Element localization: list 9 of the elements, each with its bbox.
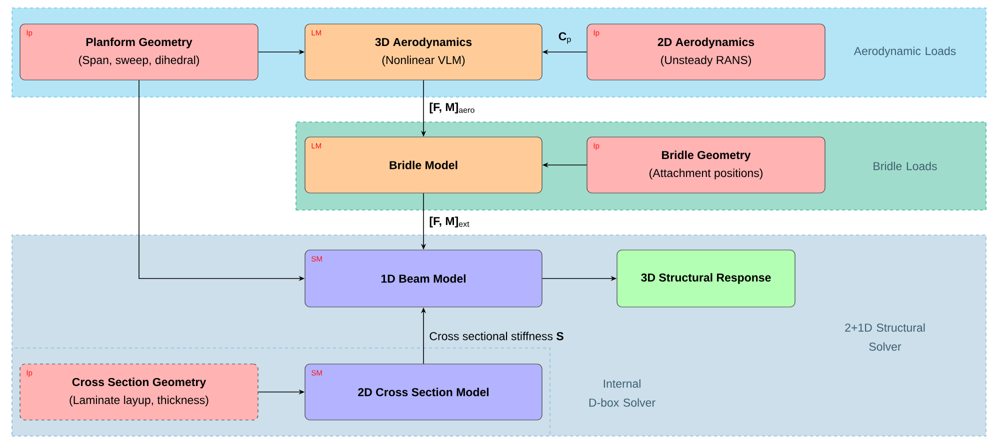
edge-label: [F, M]$_{ext}$ — [430, 216, 470, 228]
edge-label: C$_{p}$ — [558, 32, 571, 44]
process-box: 3D Structural Response — [616, 250, 796, 308]
edge-label: [F, M]$_{aero}$ — [430, 102, 474, 114]
region-label: Internal D-box Solver — [589, 379, 656, 407]
region-label: Aerodynamic Loads — [854, 46, 956, 58]
edge-label: Cross sectional stiffness S — [430, 332, 564, 340]
region-label: 2+1D Structural Solver — [845, 323, 925, 351]
region-label: Bridle Loads — [874, 162, 937, 170]
